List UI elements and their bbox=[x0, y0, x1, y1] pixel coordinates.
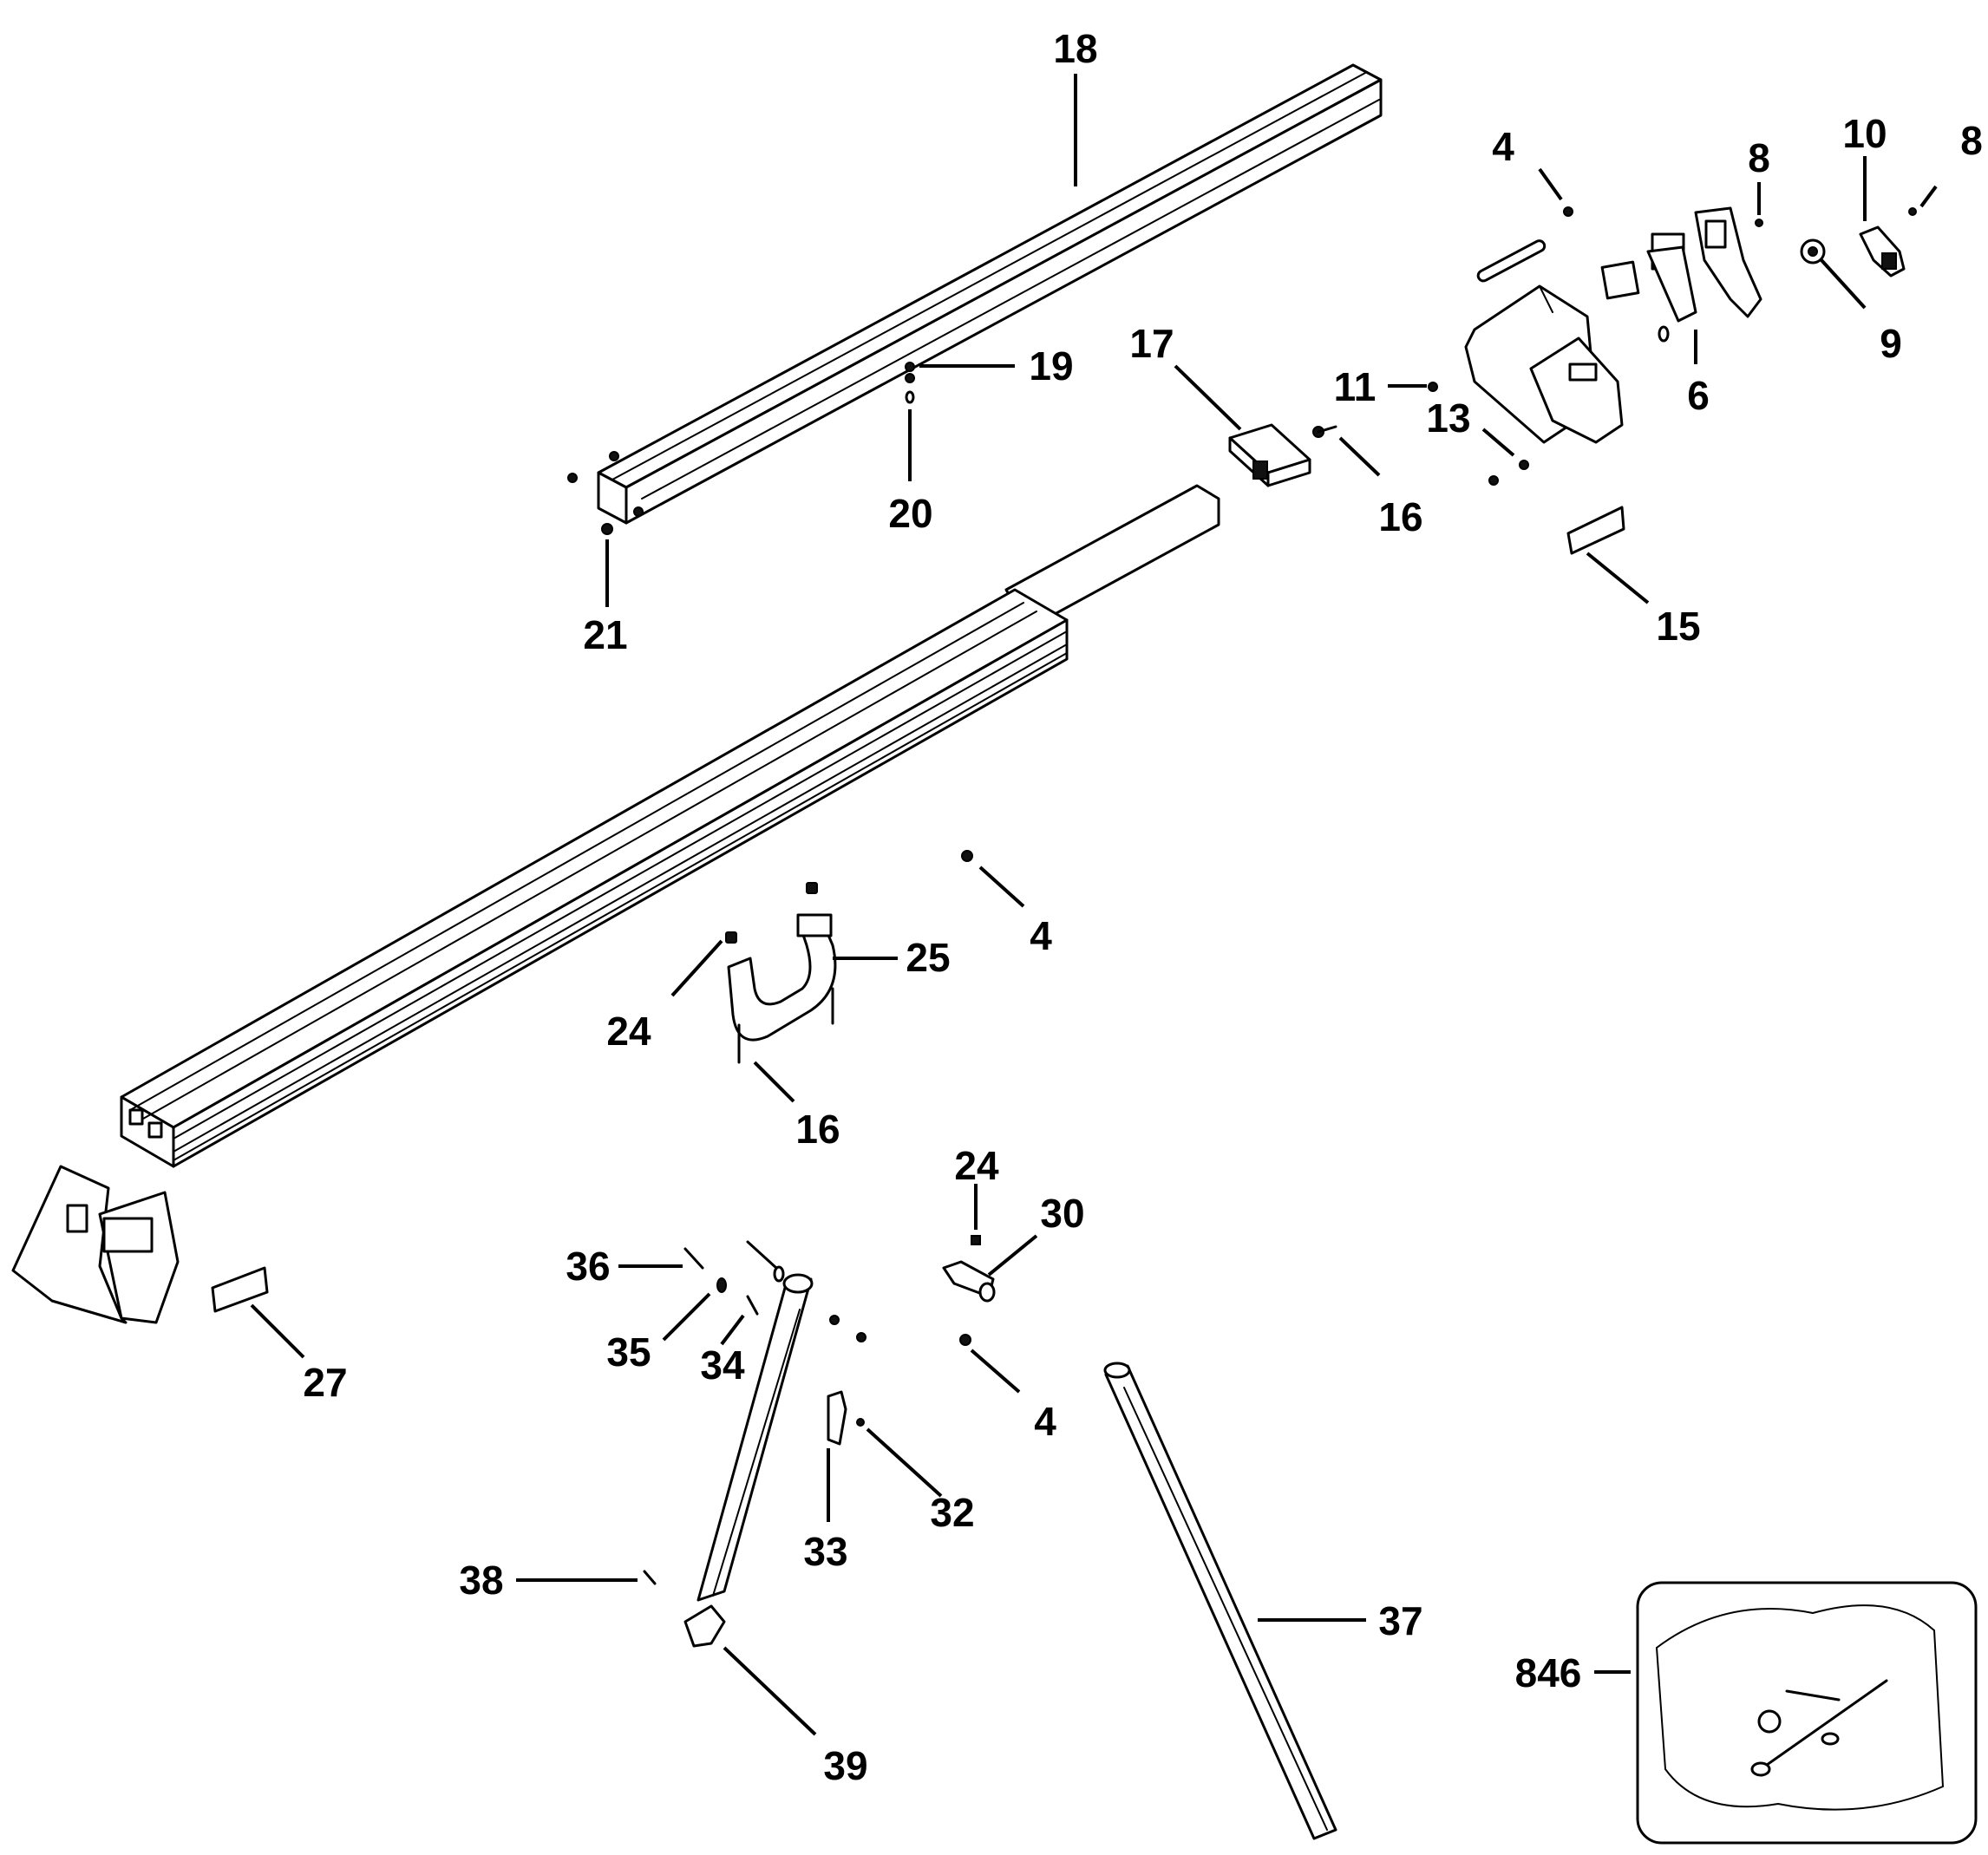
callout-13: 13 bbox=[1426, 395, 1470, 441]
callout-15: 15 bbox=[1656, 604, 1700, 649]
callout-8-right: 8 bbox=[1960, 118, 1983, 163]
callout-33: 33 bbox=[803, 1529, 847, 1574]
part-11-13-nuts bbox=[1428, 206, 1573, 486]
part-upper-leg bbox=[696, 1273, 814, 1602]
part-4-nut-lower bbox=[959, 1334, 971, 1346]
callout-16-upper: 16 bbox=[1378, 494, 1422, 539]
part-19-20-fasteners bbox=[905, 362, 915, 404]
part-33-latch bbox=[827, 1390, 865, 1446]
callout-25: 25 bbox=[906, 935, 950, 980]
callout-10: 10 bbox=[1842, 111, 1887, 156]
part-25-handle bbox=[727, 913, 837, 1042]
main-extrusion-rail bbox=[120, 484, 1220, 1168]
part-15-label bbox=[1566, 506, 1625, 555]
part-27-label bbox=[211, 1266, 269, 1313]
callout-19: 19 bbox=[1029, 343, 1073, 389]
part-38-pin bbox=[643, 1570, 657, 1585]
part-left-end-bracket bbox=[11, 1165, 180, 1324]
part-17-block bbox=[1228, 423, 1311, 487]
part-18-square-tube bbox=[597, 63, 1383, 525]
callout-16-mid: 16 bbox=[795, 1107, 840, 1152]
callout-18: 18 bbox=[1053, 26, 1097, 71]
part-30-clip bbox=[942, 1235, 996, 1303]
callout-17: 17 bbox=[1129, 321, 1174, 366]
callout-27: 27 bbox=[303, 1360, 347, 1405]
part-37-long-leg bbox=[1103, 1362, 1337, 1840]
callout-4-mid: 4 bbox=[1030, 913, 1052, 958]
callout-6: 6 bbox=[1687, 373, 1710, 418]
callout-24-mid: 24 bbox=[606, 1009, 651, 1054]
callout-4-upper: 4 bbox=[1492, 124, 1514, 169]
part-24-nuts-mid bbox=[725, 882, 818, 944]
part-39-foot bbox=[683, 1604, 726, 1648]
callout-30: 30 bbox=[1040, 1191, 1084, 1236]
part-4-pin-upper bbox=[1476, 239, 1547, 283]
part-4-nut-mid bbox=[961, 850, 973, 862]
callout-846: 846 bbox=[1515, 1650, 1582, 1695]
part-16-bolt-upper bbox=[1312, 425, 1337, 438]
part-21-screws bbox=[567, 451, 644, 535]
callout-34: 34 bbox=[700, 1342, 745, 1388]
callout-38: 38 bbox=[459, 1558, 503, 1603]
callout-21: 21 bbox=[583, 612, 627, 657]
callout-4-lower: 4 bbox=[1034, 1399, 1056, 1444]
callout-35: 35 bbox=[606, 1329, 651, 1375]
part-9-knob bbox=[1800, 238, 1826, 265]
leader-lines bbox=[250, 74, 1938, 1736]
callout-20: 20 bbox=[888, 491, 932, 536]
callout-39: 39 bbox=[823, 1743, 867, 1788]
callout-8-left: 8 bbox=[1748, 135, 1770, 180]
callout-9: 9 bbox=[1880, 321, 1902, 366]
callout-11: 11 bbox=[1334, 364, 1377, 409]
part-10-knob-lever bbox=[1859, 225, 1906, 278]
part-cam-lever bbox=[1694, 206, 1762, 318]
part-35-34-spring bbox=[716, 1265, 785, 1316]
part-mid-small-nuts bbox=[829, 1315, 866, 1342]
part-8-screws bbox=[1755, 207, 1917, 227]
part-846-hardware-kit bbox=[1636, 1581, 1978, 1845]
callout-24-lower: 24 bbox=[954, 1143, 999, 1188]
callout-37: 37 bbox=[1378, 1598, 1422, 1643]
part-6-plates bbox=[1600, 232, 1697, 343]
part-36-bolt bbox=[683, 1240, 778, 1270]
part-upper-bracket bbox=[1464, 284, 1624, 444]
part-16-bolts-mid bbox=[737, 987, 834, 1064]
callout-32: 32 bbox=[930, 1490, 974, 1535]
callout-36: 36 bbox=[566, 1244, 610, 1289]
callout-labels: 18 19 20 21 4 8 10 8 9 6 11 13 17 16 15 … bbox=[303, 26, 1982, 1788]
